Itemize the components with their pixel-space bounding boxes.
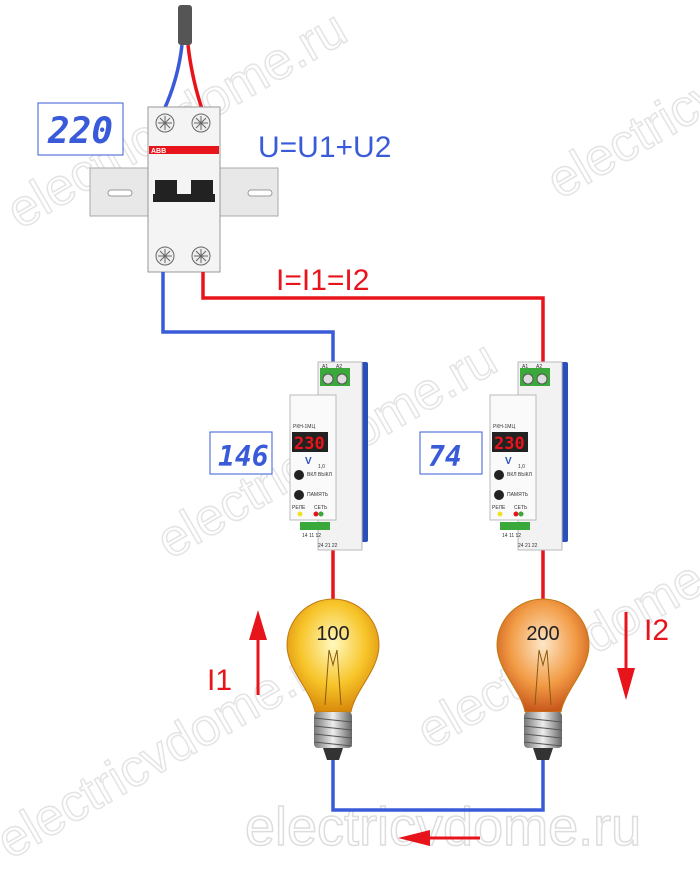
breaker-voltage-display: [37, 102, 124, 156]
light-bulb-1: 100: [286, 598, 380, 760]
svg-text:ABB: ABB: [151, 148, 166, 155]
current-arrow-i2: [617, 612, 635, 700]
svg-text:1,0: 1,0: [318, 464, 325, 470]
svg-text:A2: A2: [536, 364, 542, 370]
svg-text:РКН-1МЦ: РКН-1МЦ: [493, 424, 515, 430]
power-button[interactable]: [294, 470, 304, 480]
svg-text:РЕЛЕ: РЕЛЕ: [292, 505, 306, 511]
svg-text:РЕЛЕ: РЕЛЕ: [492, 505, 506, 511]
svg-text:СЕТЬ: СЕТЬ: [314, 505, 328, 511]
svg-text:A2: A2: [336, 364, 342, 370]
circuit-breaker[interactable]: ABB: [147, 106, 221, 273]
supply-cable: [178, 5, 192, 45]
svg-text:24 21 22: 24 21 22: [318, 543, 338, 549]
svg-text:ВКЛ ВЫКЛ: ВКЛ ВЫКЛ: [507, 472, 532, 478]
phase-wire: [186, 44, 205, 113]
phase-wire-to-relay2: [201, 272, 545, 365]
current-direction-arrow: [398, 830, 480, 846]
current-arrow-i1: [249, 610, 267, 695]
current-label-i1: I1: [207, 664, 232, 697]
light-bulb-2: 200: [496, 598, 590, 760]
neutral-wire: [161, 44, 184, 113]
relay-reading: 230: [494, 434, 525, 454]
svg-text:A1: A1: [322, 364, 328, 370]
svg-text:1,0: 1,0: [518, 464, 525, 470]
current-formula: I=I1=I2: [276, 264, 369, 297]
svg-text:24 21 22: 24 21 22: [518, 543, 538, 549]
svg-text:V: V: [305, 456, 312, 467]
svg-text:ПАМЯТЬ: ПАМЯТЬ: [507, 492, 529, 498]
network-led: [513, 511, 519, 517]
svg-text:electricvdome.ru: electricvdome.ru: [245, 797, 641, 857]
network-led: [313, 511, 319, 517]
svg-text:СЕТЬ: СЕТЬ: [514, 505, 528, 511]
svg-text:220: 220: [47, 111, 113, 152]
memory-button[interactable]: [294, 490, 304, 500]
neutral-wire-to-relay1: [161, 272, 335, 365]
relay-led: [297, 511, 303, 517]
current-label-i2: I2: [644, 614, 669, 647]
svg-text:74: 74: [428, 440, 462, 473]
bulb-wattage: 200: [526, 623, 559, 645]
svg-text:ПАМЯТЬ: ПАМЯТЬ: [307, 492, 329, 498]
relay-voltage-display: [419, 431, 483, 475]
svg-text:14 11 12: 14 11 12: [302, 533, 321, 539]
relay-led: [497, 511, 503, 517]
bulb-wattage: 100: [316, 623, 349, 645]
power-button[interactable]: [494, 470, 504, 480]
neutral-return-wire: [331, 760, 545, 812]
relay-voltage-display: [209, 431, 273, 475]
svg-text:РКН-1МЦ: РКН-1МЦ: [293, 424, 315, 430]
voltage-formula: U=U1+U2: [258, 131, 391, 164]
relay-reading: 230: [294, 434, 325, 454]
svg-text:ВКЛ ВЫКЛ: ВКЛ ВЫКЛ: [307, 472, 332, 478]
svg-text:146: 146: [218, 440, 269, 473]
svg-text:V: V: [505, 456, 512, 467]
memory-button[interactable]: [494, 490, 504, 500]
svg-text:A1: A1: [522, 364, 528, 370]
svg-text:14 11 12: 14 11 12: [502, 533, 521, 539]
svg-text:electricvdome.ru: electricvdome.ru: [537, 0, 700, 210]
